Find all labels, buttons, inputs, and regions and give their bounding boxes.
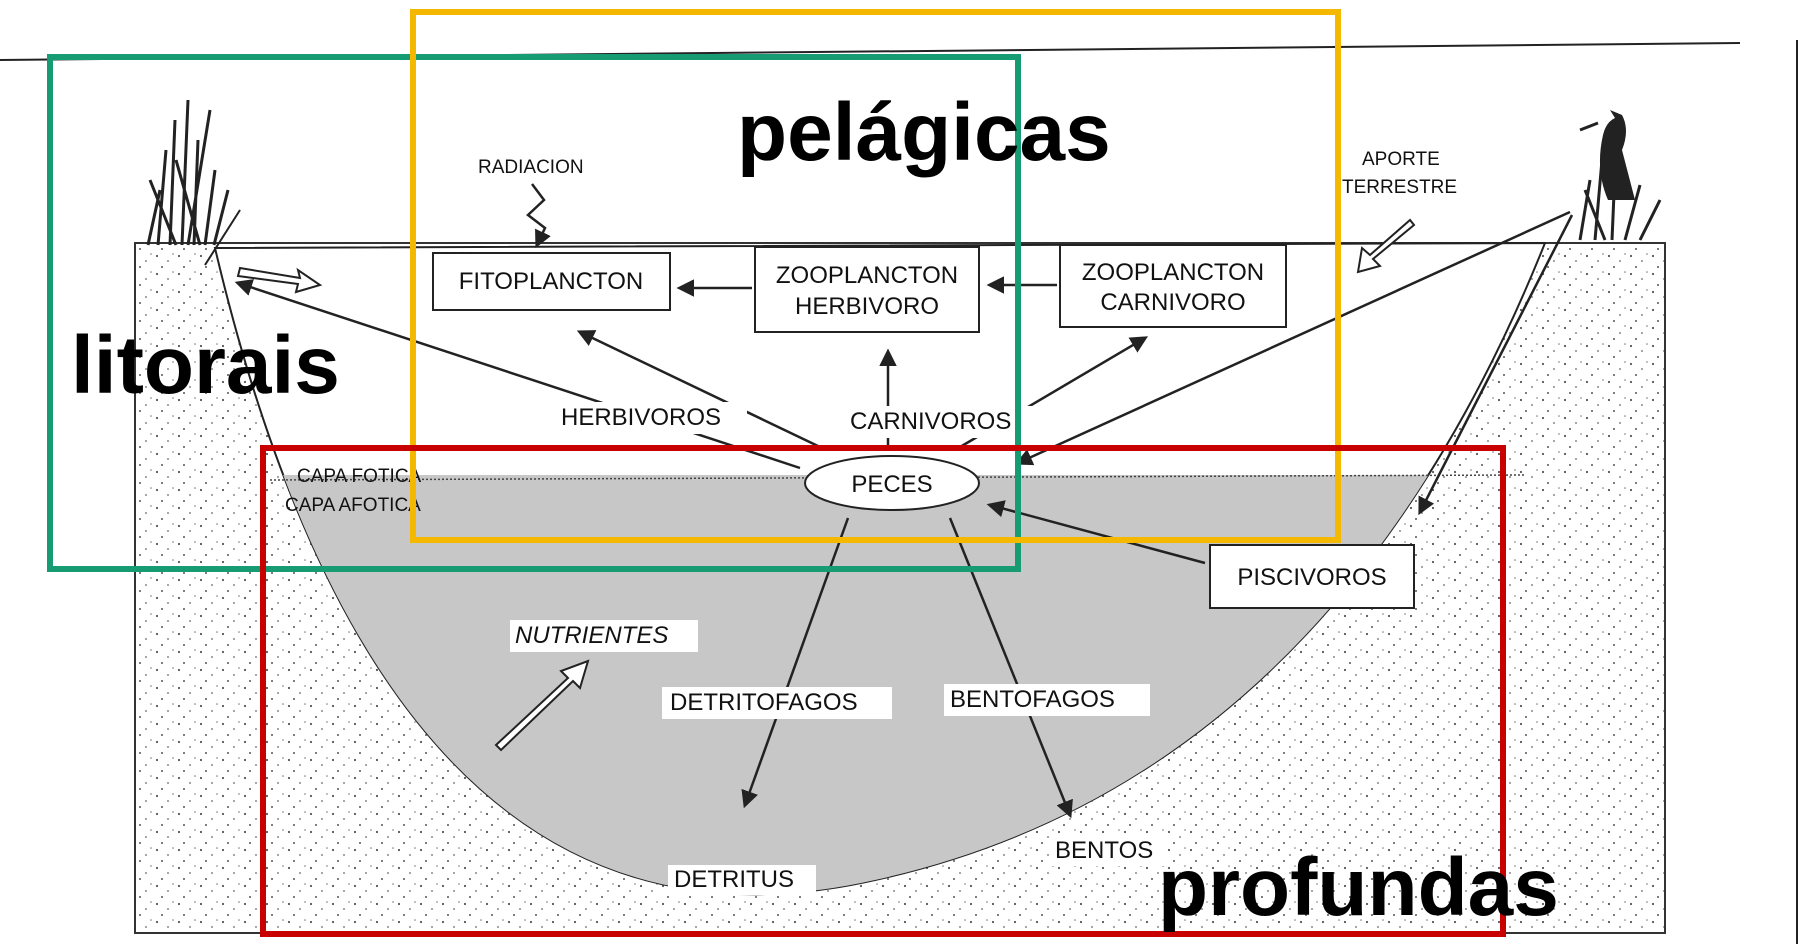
nutrients-label-bg (510, 620, 698, 652)
arrow-terrestrial-to-fish (1014, 210, 1571, 466)
benthophages-label-bg (944, 684, 1150, 716)
littoral-input-arrow-icon (236, 266, 323, 294)
littoral-zone-box (47, 54, 1021, 572)
benthos-label-bg (1050, 836, 1168, 866)
arrow-fish-to-littoral (234, 279, 801, 470)
herbivores-label-bg (555, 402, 747, 434)
photic-layer-label: CAPA FOTICA (297, 466, 422, 487)
radiation-label: RADIACION (478, 157, 584, 178)
arrow-piscivores-to-fish (986, 500, 1206, 565)
nutrients-label: NUTRIENTES (515, 622, 668, 649)
phytoplankton-box (432, 252, 671, 311)
arrow-terrestrial-to-piscivores (1418, 214, 1574, 516)
pelagic-zone-title: pelágicas (737, 87, 1111, 178)
zooplankton-herbivore-label-1: ZOOPLANCTON (776, 262, 958, 289)
littoral-zone-title: litorais (71, 320, 340, 411)
piscivores-label: PISCIVOROS (1237, 564, 1386, 591)
phytoplankton-label: FITOPLANCTON (459, 268, 643, 295)
reeds-right-icon (1578, 159, 1662, 241)
detritivores-label: DETRITOFAGOS (670, 689, 858, 716)
fish-node (804, 455, 980, 511)
terrestrial-input-label-1: APORTE (1362, 149, 1440, 170)
arrow-fish-to-phyto (576, 330, 821, 449)
zooplankton-herbivore-label-2: HERBIVORO (795, 293, 939, 320)
fish-label: PECES (851, 471, 932, 498)
photic-aphotic-boundary (269, 474, 1526, 481)
reeds-left-icon (146, 99, 241, 266)
pelagic-zone-box (410, 9, 1341, 543)
herbivores-label: HERBIVOROS (561, 404, 721, 431)
carnivores-label-bg (845, 406, 1033, 438)
aphotic-layer-label: CAPA AFOTICA (285, 495, 421, 516)
heron-icon (1579, 110, 1635, 200)
terrestrial-input-label-2: TERRESTRE (1342, 177, 1457, 198)
radiation-zigzag-icon (526, 183, 551, 249)
zooplankton-carnivore-label-2: CARNIVORO (1100, 289, 1245, 316)
deep-zone-title: profundas (1158, 842, 1559, 933)
detritus-label-bg (668, 865, 816, 895)
food-web-arrows (234, 210, 1574, 819)
piscivores-box (1209, 544, 1415, 609)
zooplankton-herbivore-box (754, 246, 980, 333)
benthophages-label: BENTOFAGOS (950, 686, 1115, 713)
zooplankton-carnivore-box (1059, 244, 1287, 328)
zooplankton-carnivore-label-1: ZOOPLANCTON (1082, 259, 1264, 286)
carnivores-label: CARNIVOROS (850, 408, 1011, 435)
detritus-label: DETRITUS (674, 866, 794, 893)
arrow-fish-to-detritus (741, 517, 850, 809)
deep-zone-box (260, 445, 1506, 937)
benthos-label: BENTOS (1055, 837, 1153, 864)
detritivores-label-bg (662, 687, 892, 719)
terrestrial-input-arrow-icon (1356, 218, 1416, 274)
nutrients-arrow-icon (494, 659, 590, 752)
